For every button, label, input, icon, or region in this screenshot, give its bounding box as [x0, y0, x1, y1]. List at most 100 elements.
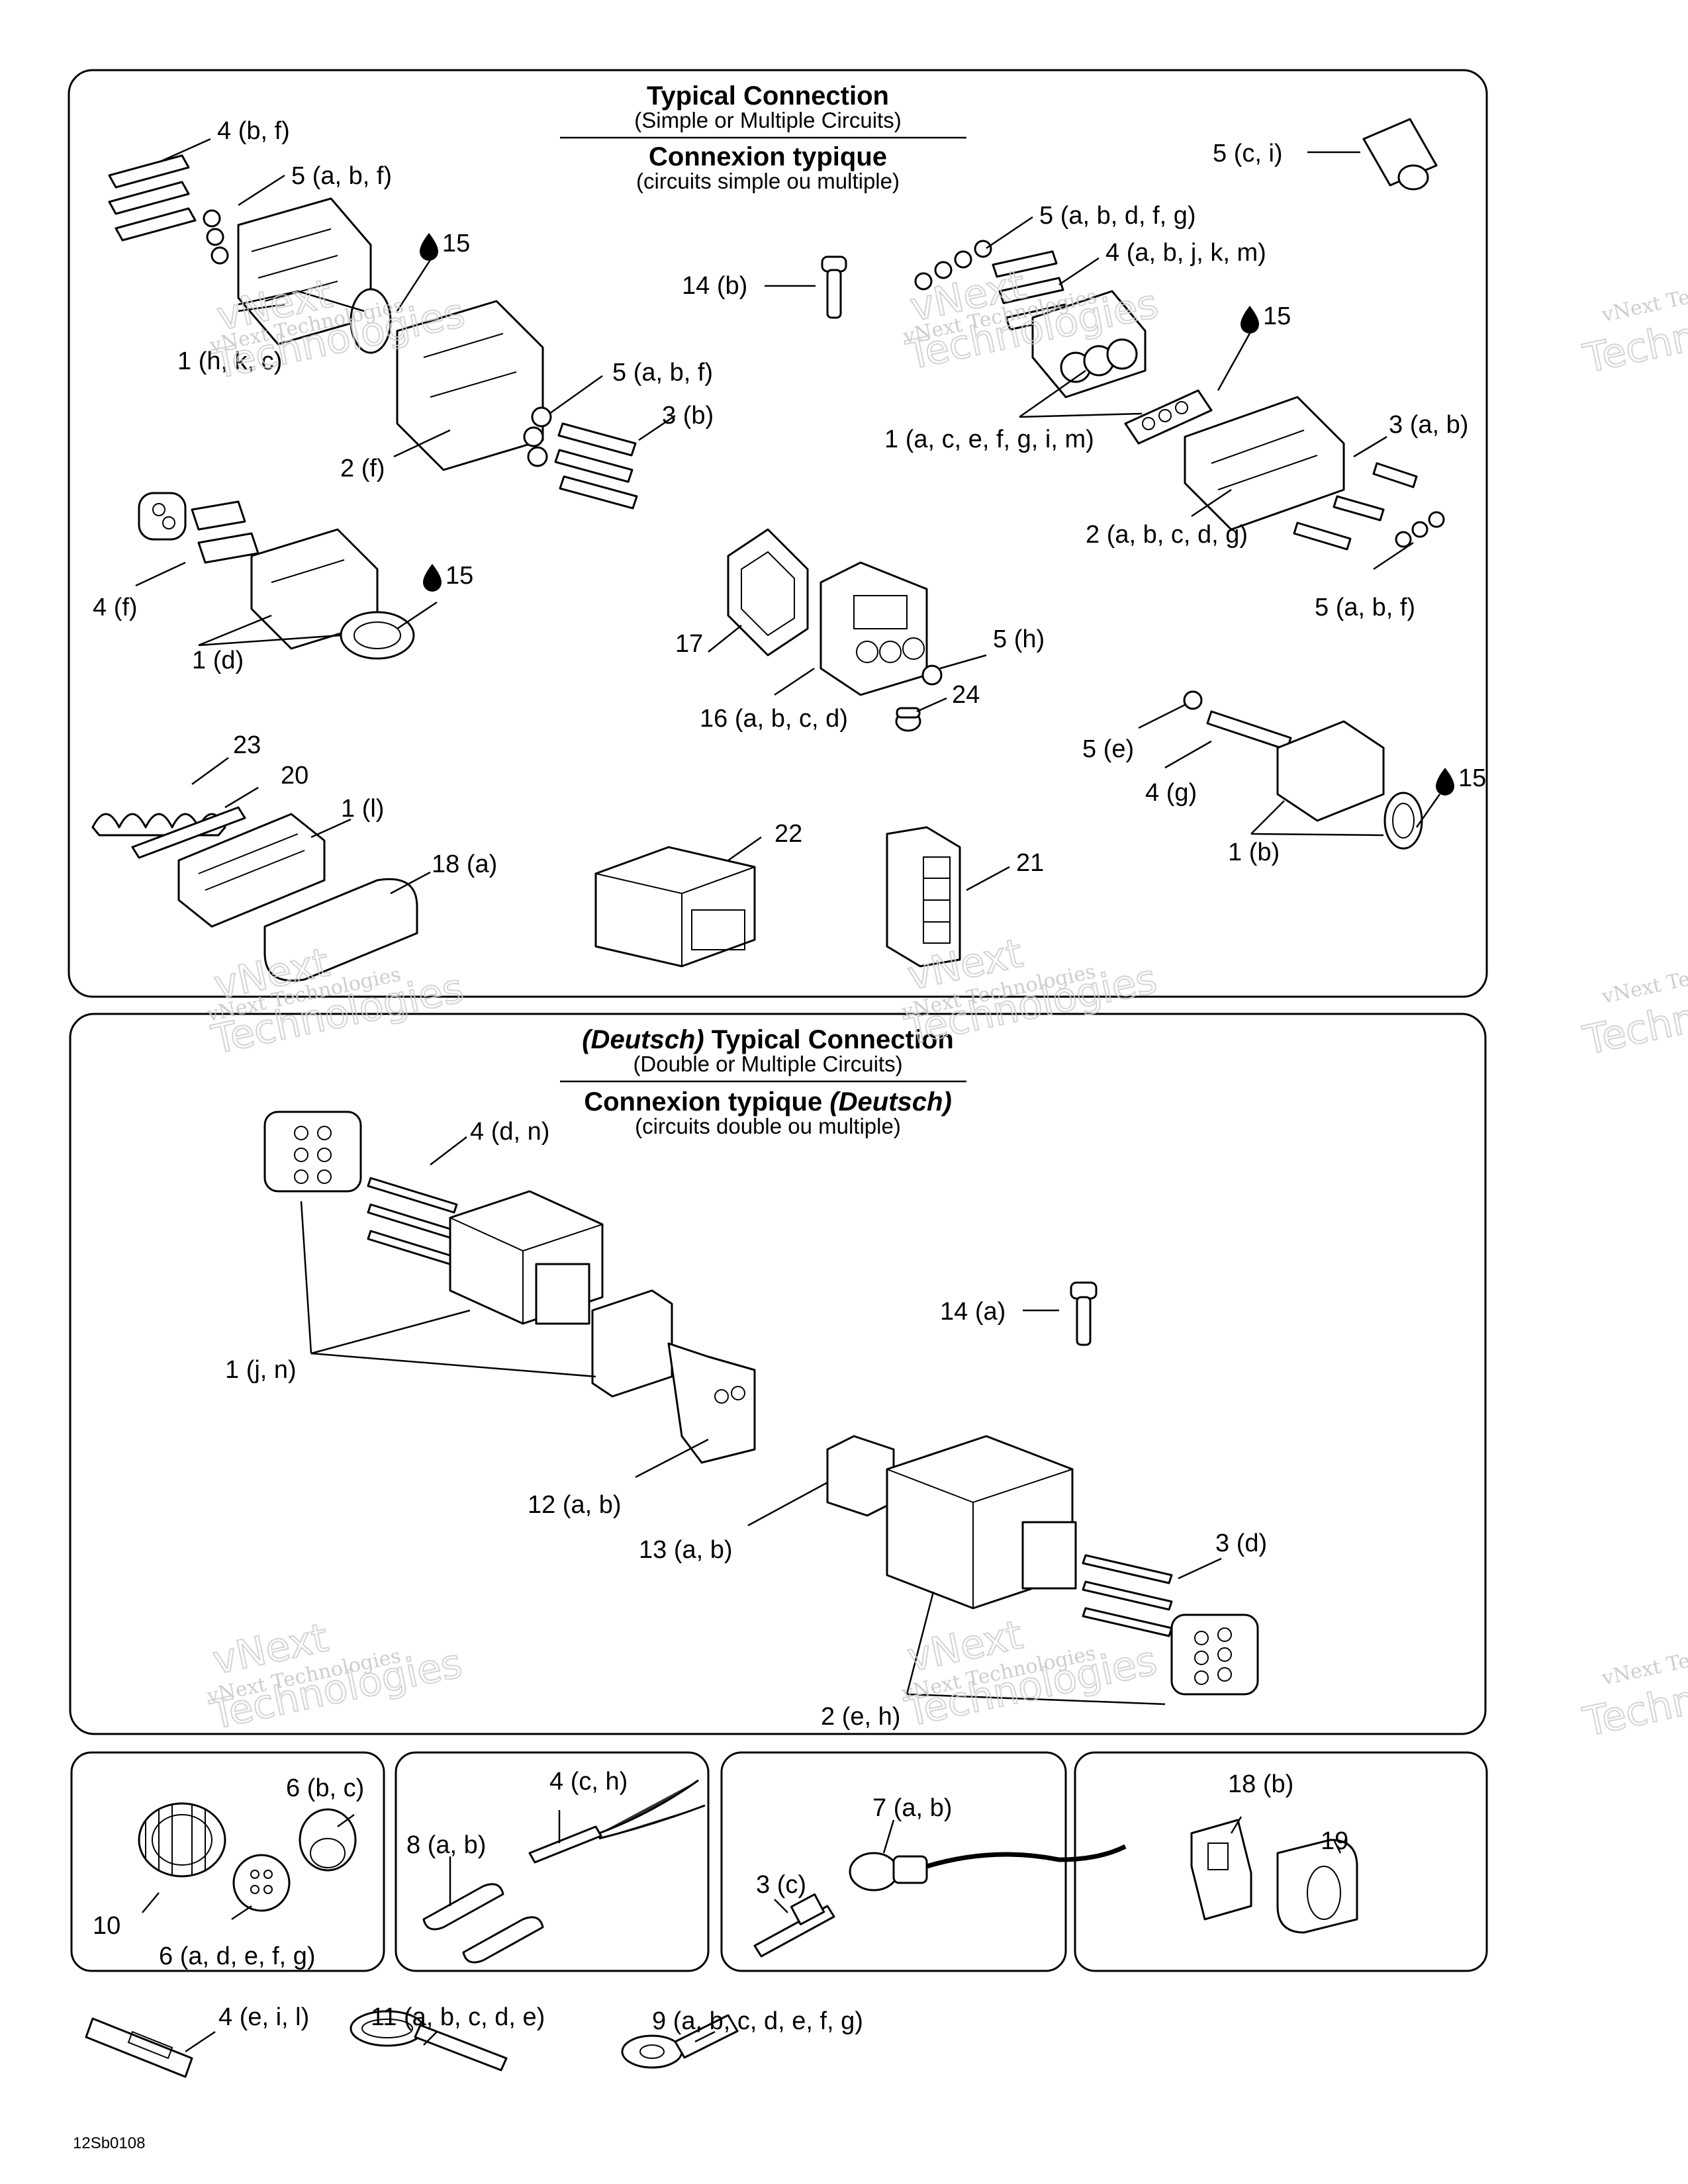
callout-5abf: 5 (a, b, f): [612, 359, 713, 387]
deutsch-pins-3d: [1082, 1554, 1173, 1637]
pin-terminal-3c: [753, 1893, 835, 1958]
pin-14b: [821, 255, 847, 319]
callout-5abf: 5 (a, b, f): [1315, 594, 1415, 621]
panel-bottom-4: [1074, 1751, 1488, 1972]
title-fr: Connexion typique (Deutsch): [584, 1087, 952, 1116]
wedge-lock-12: [667, 1342, 756, 1464]
subtitle-en: (Double or Multiple Circuits): [633, 1052, 902, 1076]
callout-16abcd: 16 (a, b, c, d): [700, 705, 848, 733]
nut-10: [138, 1802, 226, 1878]
deutsch-seal-right: [1170, 1614, 1259, 1696]
callout-8ab: 8 (a, b): [406, 1831, 486, 1859]
callout-18b: 18 (b): [1228, 1770, 1293, 1798]
deutsch-pins-4dn: [367, 1177, 458, 1267]
callout-18a: 18 (a): [432, 850, 497, 878]
connector-19: [1276, 1839, 1358, 1934]
callout-21: 21: [1016, 849, 1044, 877]
callout-23: 23: [233, 731, 261, 759]
drop-icons: [420, 233, 1454, 796]
callout-4f: 4 (f): [93, 594, 138, 621]
callout-2abcdg: 2 (a, b, c, d, g): [1086, 521, 1248, 549]
callout-11abcde: 11 (a, b, c, d, e): [371, 2003, 545, 2031]
callout-3c: 3 (c): [756, 1871, 806, 1899]
callout-4g: 4 (g): [1145, 779, 1197, 807]
callout-24: 24: [952, 681, 980, 709]
callout-5abdfg: 5 (a, b, d, f, g): [1039, 202, 1196, 230]
connector-1l: [177, 813, 326, 928]
title-text: Connexion typique: [584, 1087, 829, 1116]
callout-19: 19: [1321, 1827, 1348, 1855]
deutsch-seal-mid: [591, 1289, 673, 1398]
deutsch-seal-left: [263, 1111, 362, 1193]
callout-3d: 3 (d): [1215, 1529, 1267, 1557]
callout-3b: 3 (b): [662, 402, 714, 430]
connector-assembly-top-right: [914, 240, 1445, 551]
grommet-6bc: [299, 1808, 357, 1872]
callout-1jn: 1 (j, n): [225, 1356, 297, 1384]
terminal-pins: [108, 154, 197, 242]
leader-lines: [135, 138, 1441, 2053]
callout-6bc: 6 (b, c): [286, 1774, 364, 1802]
callout-1b: 1 (b): [1228, 839, 1280, 866]
typical-connection-heading: Typical Connection (Simple or Multiple C…: [560, 81, 966, 193]
callout-15: 15: [1458, 764, 1486, 792]
callout-4bf: 4 (b, f): [217, 117, 290, 145]
connector-16: [820, 561, 928, 696]
callout-4eil: 4 (e, i, l): [218, 2003, 309, 2031]
plug-5h: [921, 664, 943, 686]
callout-6adefg: 6 (a, d, e, f, g): [159, 1942, 316, 1970]
callout-2eh: 2 (e, h): [821, 1703, 900, 1731]
figure-id: 12Sb0108: [73, 2134, 145, 2152]
callout-9abcdefg: 9 (a, b, c, d, e, f, g): [652, 2007, 863, 2035]
seal-17: [727, 528, 809, 657]
wedge-lock-13: [826, 1435, 895, 1517]
callout-15: 15: [445, 562, 473, 590]
connector-18a: [263, 878, 418, 982]
callout-14a: 14 (a): [940, 1298, 1006, 1326]
title-text: Typical Connection: [704, 1025, 954, 1054]
callout-7ab: 7 (a, b): [872, 1794, 952, 1822]
callout-20: 20: [281, 762, 308, 790]
callout-4dn: 4 (d, n): [470, 1118, 549, 1146]
panel-typical-connection: [68, 69, 1488, 998]
callout-5abf: 5 (a, b, f): [291, 162, 392, 190]
callout-5ci: 5 (c, i): [1213, 140, 1283, 167]
subtitle-fr: (circuits simple ou multiple): [636, 169, 900, 193]
callout-15: 15: [1263, 302, 1291, 330]
brand-name: (Deutsch): [829, 1087, 951, 1116]
terminal-strip-20: [131, 806, 246, 859]
callout-13ab: 13 (a, b): [639, 1536, 733, 1564]
fuse-holder-7ab: [849, 1844, 1127, 1891]
subtitle-fr: (circuits double ou multiple): [635, 1114, 901, 1138]
cable-tie-11: [350, 2010, 508, 2071]
female-terminal-4eil: [85, 2017, 193, 2078]
sealant-drop-icon: [423, 564, 442, 592]
connector-assembly-mid-left: [138, 492, 415, 660]
callout-12ab: 12 (a, b): [528, 1491, 622, 1519]
callout-14b: 14 (b): [682, 272, 747, 300]
connector-assembly-1b: [1183, 690, 1423, 850]
panel-bottom-1: [70, 1751, 385, 1972]
deutsch-receptacle: [449, 1190, 604, 1325]
subtitle-en: (Simple or Multiple Circuits): [634, 108, 901, 132]
connector-22: [594, 846, 756, 968]
panel-deutsch-connection: [69, 1013, 1487, 1735]
grommet-6adefg: [232, 1854, 291, 1912]
connector-assembly-top-left: [108, 154, 638, 510]
callout-1hkc: 1 (h, k, c): [177, 347, 282, 375]
title-en: (Deutsch) Typical Connection: [582, 1025, 954, 1054]
title-en: Typical Connection: [647, 81, 889, 111]
callout-1l: 1 (l): [341, 795, 384, 823]
callout-1d: 1 (d): [192, 647, 244, 674]
callout-22: 22: [774, 820, 802, 848]
panel-bottom-2: [395, 1751, 710, 1972]
callout-5h: 5 (h): [993, 625, 1045, 653]
butt-splices-8ab: [422, 1883, 544, 1964]
deutsch-connection-heading: (Deutsch) Typical Connection (Double or …: [560, 1025, 966, 1138]
title-fr: Connexion typique: [649, 142, 887, 171]
deutsch-plug: [886, 1435, 1077, 1610]
callout-17: 17: [675, 630, 703, 658]
plug-24: [895, 707, 921, 732]
brand-name: (Deutsch): [582, 1025, 704, 1054]
